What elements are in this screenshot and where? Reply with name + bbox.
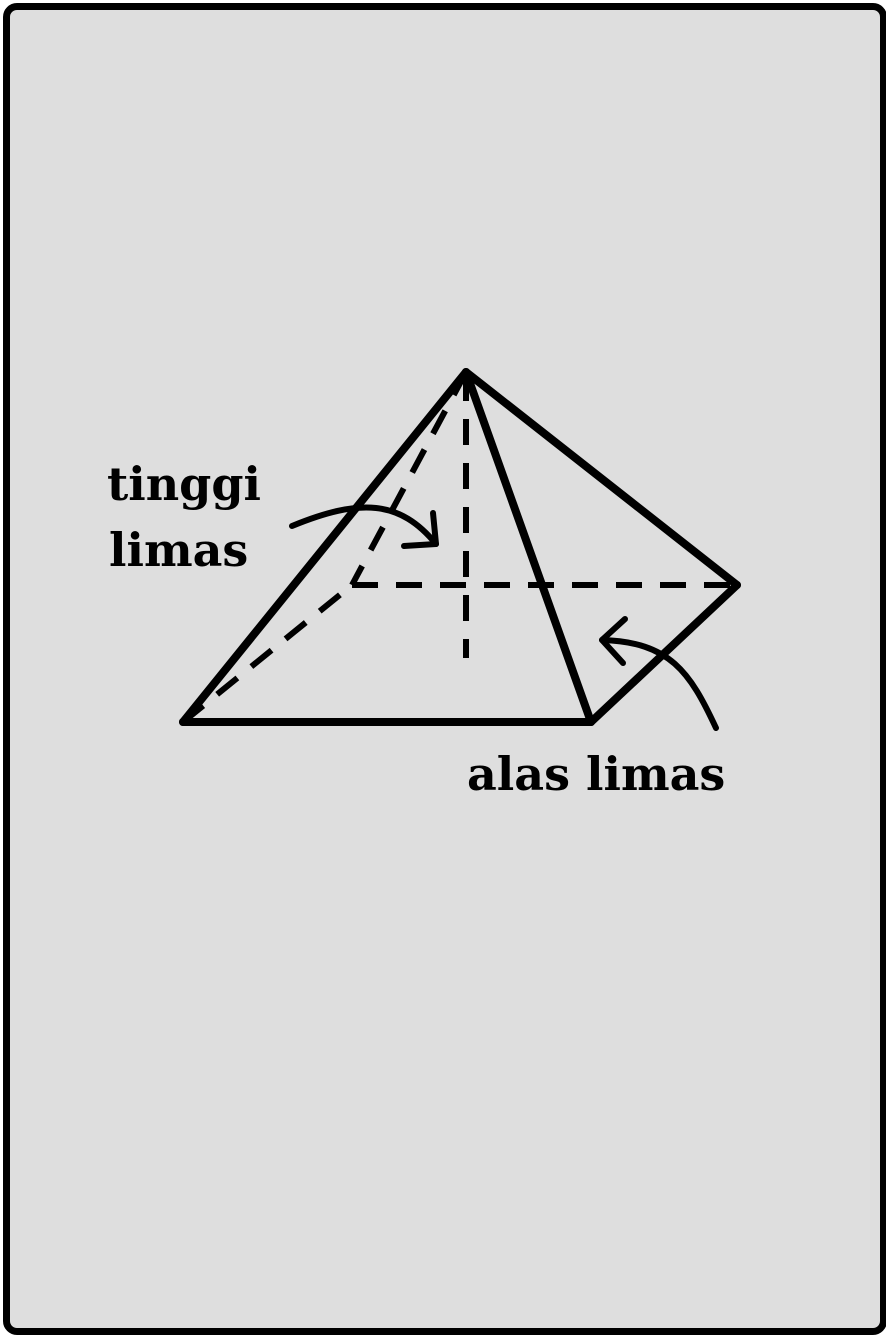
base-arrow [599, 616, 719, 731]
edge-front-left [179, 368, 470, 726]
height-label-line2: limas [109, 523, 248, 577]
height-arrow [289, 504, 439, 549]
pyramid-diagram: tinggi limas alas limas [107, 368, 741, 801]
base-label: alas limas [467, 747, 725, 801]
hidden-edge-back-lateral [349, 370, 469, 587]
edge-front-right [462, 368, 595, 726]
height-label-line1: tinggi [107, 457, 261, 511]
diagram-card: tinggi limas alas limas [3, 3, 886, 1335]
edge-back-right [462, 368, 741, 589]
hidden-edge-back-left [181, 582, 354, 725]
